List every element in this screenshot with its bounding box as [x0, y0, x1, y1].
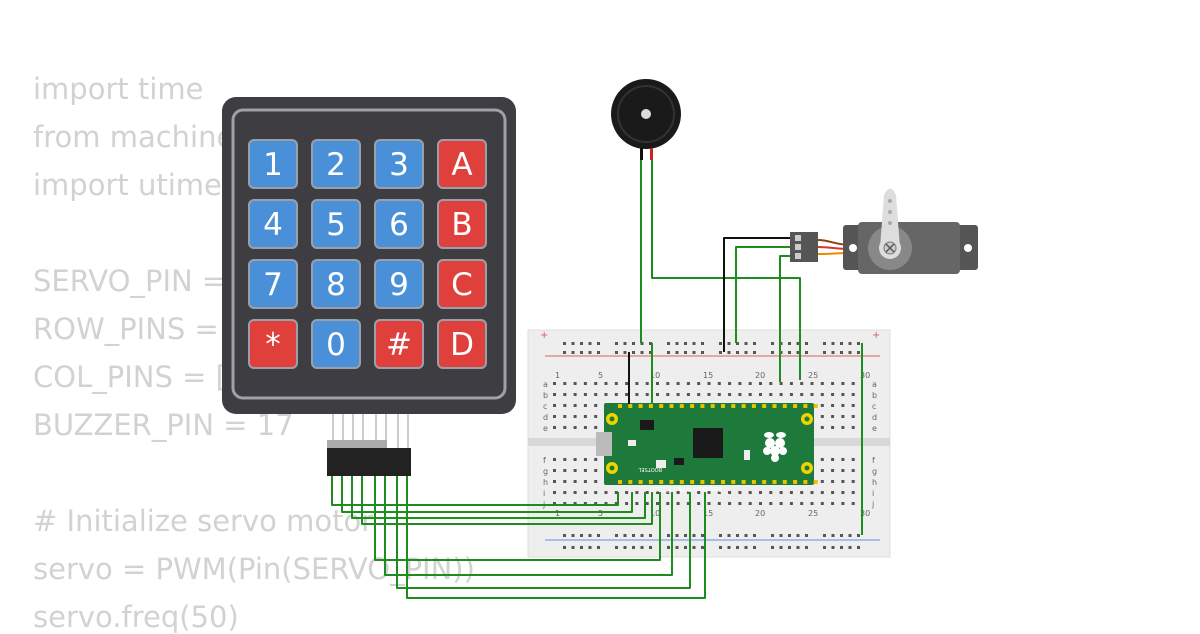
keypad-key-label: 3: [389, 147, 409, 183]
breadboard-row-letter: c: [872, 402, 876, 411]
keypad-key-label: C: [451, 267, 473, 303]
keypad-key-label: 7: [263, 267, 283, 303]
breadboard-row-letter: a: [543, 380, 548, 389]
code-line: servo = PWM(Pin(SERVO_PIN)): [33, 552, 475, 586]
keypad-key[interactable]: *: [248, 319, 298, 369]
keypad-key[interactable]: 7: [248, 259, 298, 309]
pico-board: Raspberry Pi Pico ©2020 BOOTSEL: [596, 403, 818, 493]
keypad-key-label: 0: [326, 327, 346, 363]
svg-text:+: +: [540, 330, 548, 341]
keypad-ribbon: [332, 414, 409, 449]
breadboard-column-number: 5: [598, 371, 603, 380]
buzzer: [611, 79, 681, 160]
keypad-key-label: A: [451, 147, 472, 183]
breadboard-row-letter: g: [543, 467, 548, 476]
breadboard-column-number: 20: [755, 509, 765, 518]
breadboard-row-letter: d: [543, 413, 548, 422]
keypad-key[interactable]: 5: [311, 199, 361, 249]
keypad-key[interactable]: A: [437, 139, 487, 189]
keypad-key-label: 6: [389, 207, 409, 243]
keypad-key[interactable]: 1: [248, 139, 298, 189]
breadboard-column-number: 10: [650, 509, 660, 518]
keypad-key-label: *: [265, 327, 281, 363]
breadboard-column-number: 25: [808, 509, 818, 518]
breadboard-row-letter: b: [872, 391, 877, 400]
breadboard-row-letter: i: [543, 489, 545, 498]
keypad-key-label: 1: [263, 147, 283, 183]
breadboard-column-number: 15: [703, 509, 713, 518]
keypad-key[interactable]: B: [437, 199, 487, 249]
keypad: 1 2 3 A 4 5 6 B 7 8 9 C * 0 # D: [222, 97, 516, 476]
code-line: # Initialize servo motor: [33, 504, 374, 538]
keypad-key[interactable]: 2: [311, 139, 361, 189]
keypad-key-label: 4: [263, 207, 283, 243]
keypad-key[interactable]: 0: [311, 319, 361, 369]
pico-pins: [618, 404, 818, 484]
breadboard-column-number: 5: [598, 509, 603, 518]
breadboard-row-letter: b: [543, 391, 548, 400]
breadboard-row-letter: e: [543, 424, 548, 433]
keypad-key-label: 9: [389, 267, 409, 303]
keypad-key-label: D: [450, 327, 474, 363]
keypad-key-label: 8: [326, 267, 346, 303]
keypad-connector: [327, 448, 411, 476]
keypad-key-label: 2: [326, 147, 346, 183]
breadboard-row-letter: a: [872, 380, 877, 389]
breadboard-row-letter: j: [871, 500, 874, 509]
breadboard-row-letter: f: [872, 456, 875, 465]
breadboard-column-number: 1: [555, 509, 560, 518]
breadboard-row-letter: g: [872, 467, 877, 476]
keypad-key[interactable]: 9: [374, 259, 424, 309]
breadboard-row-letter: f: [543, 456, 546, 465]
breadboard-row-letter: c: [543, 402, 547, 411]
breadboard-row-letter: d: [872, 413, 877, 422]
pico-board-label: Raspberry Pi Pico ©2020: [650, 485, 722, 493]
code-line: import utime: [33, 168, 222, 202]
keypad-key[interactable]: 3: [374, 139, 424, 189]
svg-text:+: +: [872, 330, 880, 341]
servo-motor: [790, 188, 978, 274]
breadboard-column-number: 20: [755, 371, 765, 380]
keypad-key[interactable]: 6: [374, 199, 424, 249]
keypad-keys: 1 2 3 A 4 5 6 B 7 8 9 C * 0 # D: [248, 139, 487, 369]
keypad-key-label: 5: [326, 207, 346, 243]
keypad-key[interactable]: #: [374, 319, 424, 369]
code-line: import time: [33, 72, 204, 106]
breadboard-column-number: 10: [650, 371, 660, 380]
breadboard-column-number: 25: [808, 371, 818, 380]
breadboard-row-letter: e: [872, 424, 877, 433]
breadboard-row-letter: h: [872, 478, 877, 487]
breadboard-row-letter: h: [543, 478, 548, 487]
pico-bootsel-label: BOOTSEL: [638, 466, 662, 472]
breadboard-column-number: 30: [860, 509, 870, 518]
breadboard-column-number: 1: [555, 371, 560, 380]
keypad-key[interactable]: D: [437, 319, 487, 369]
raspberry-logo-icon: [763, 432, 787, 462]
keypad-key[interactable]: C: [437, 259, 487, 309]
keypad-key[interactable]: 8: [311, 259, 361, 309]
servo-screw-icon: [883, 241, 897, 255]
breadboard-column-number: 30: [860, 371, 870, 380]
breadboard-row-letter: i: [872, 489, 874, 498]
code-line: servo.freq(50): [33, 600, 239, 634]
keypad-key-label: B: [451, 207, 472, 243]
keypad-key-label: #: [386, 327, 412, 363]
breadboard-column-number: 15: [703, 371, 713, 380]
keypad-key[interactable]: 4: [248, 199, 298, 249]
